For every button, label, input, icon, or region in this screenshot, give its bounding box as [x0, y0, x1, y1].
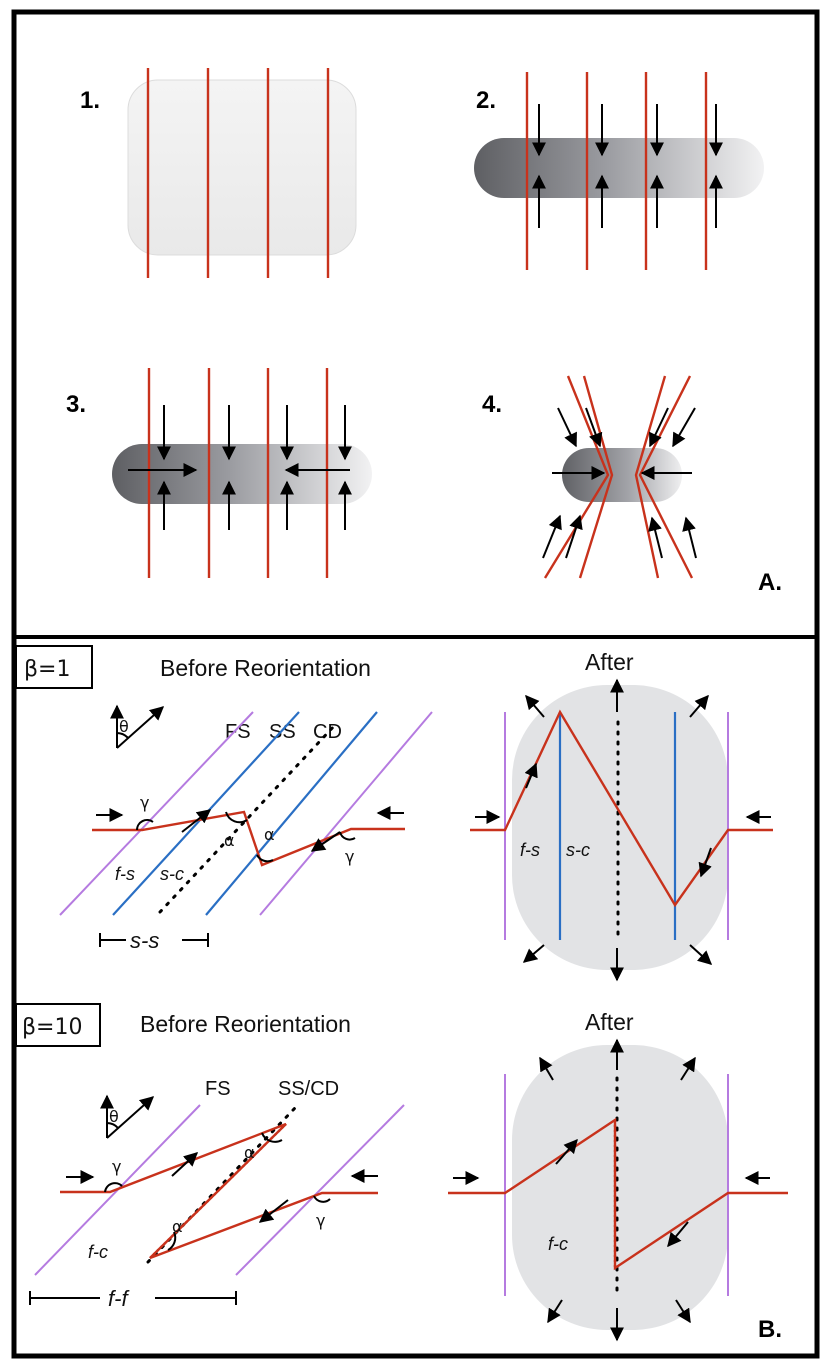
gamma-right-2: γ — [316, 1211, 325, 1230]
panel-b-label: B. — [758, 1316, 782, 1343]
region-fs-after: f-s — [520, 840, 540, 860]
theta-1: θ — [119, 717, 129, 736]
beta-10-label: β=10 — [22, 1015, 82, 1040]
step-4: 4. — [482, 375, 697, 579]
span-ff-label: f-f — [108, 1286, 130, 1311]
panel-a-label: A. — [758, 569, 782, 596]
theta-axes-1 — [110, 704, 165, 749]
step-3-label: 3. — [66, 391, 86, 418]
beta-10-box — [15, 1003, 101, 1047]
figure-border — [11, 9, 820, 1359]
alpha-bottom-2: α — [172, 1217, 183, 1236]
after-title-2: After — [585, 1009, 634, 1035]
step-2-label: 2. — [476, 87, 496, 114]
label-fs-2: FS — [205, 1078, 231, 1100]
gamma-left-2: γ — [112, 1157, 121, 1176]
region-fc-2: f-c — [88, 1242, 108, 1262]
region-sc-after: s-c — [566, 840, 590, 860]
cell-unstretched — [127, 79, 357, 256]
span-ss — [99, 933, 209, 947]
cell-after-1 — [512, 685, 728, 970]
cell-after-2 — [512, 1045, 728, 1330]
gamma-right-1: γ — [345, 847, 354, 866]
step-1-label: 1. — [80, 87, 100, 114]
theta-axes-2 — [100, 1094, 155, 1139]
panel-b: β=1 Before Reorientation θ FS SS CD — [15, 645, 788, 1343]
label-cd-1: CD — [313, 721, 342, 743]
alpha-top-1: α — [224, 831, 235, 850]
cell-shearing — [112, 444, 372, 504]
region-sc-1: s-c — [160, 864, 184, 884]
theta-2: θ — [109, 1107, 119, 1126]
step-4-label: 4. — [482, 391, 502, 418]
panel-a: 1. 2. — [66, 68, 782, 596]
label-sscd-2: SS/CD — [278, 1078, 339, 1100]
label-fs-1: FS — [225, 721, 251, 743]
gamma-left-1: γ — [140, 793, 149, 812]
region-fc-after: f-c — [548, 1234, 568, 1254]
beta-1-box — [15, 645, 93, 689]
before-title-2: Before Reorientation — [140, 1011, 351, 1037]
step-3: 3. — [66, 368, 372, 578]
beta-1-label: β=1 — [24, 657, 70, 682]
cell-compressed — [474, 138, 764, 198]
step-2: 2. — [474, 72, 764, 270]
region-fs-1: f-s — [115, 864, 135, 884]
span-ff — [29, 1291, 237, 1305]
after-title-1: After — [585, 649, 634, 675]
alpha-bottom-1: α — [264, 825, 275, 844]
row-beta-10: β=10 Before Reorientation θ FS SS/CD — [15, 1003, 788, 1342]
span-ss-label: s-s — [130, 928, 159, 953]
cell-reoriented — [562, 448, 682, 502]
row-beta-1: β=1 Before Reorientation θ FS SS CD — [15, 645, 773, 982]
alpha-top-2: α — [244, 1143, 255, 1162]
before-title-1: Before Reorientation — [160, 655, 371, 681]
step-1: 1. — [80, 68, 357, 278]
